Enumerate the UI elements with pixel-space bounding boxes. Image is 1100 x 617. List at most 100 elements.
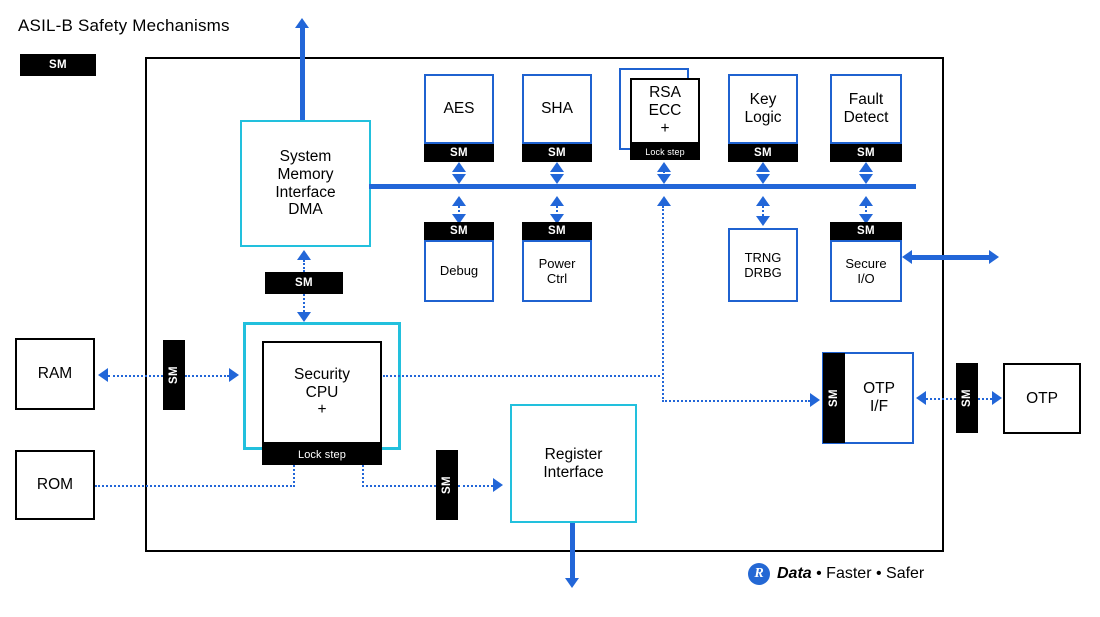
regif-dotted-right: [458, 485, 493, 487]
dma-label-line1: System: [279, 147, 332, 165]
trng-bus-arrow-up: [756, 196, 770, 206]
sha-bus-arrow-down: [550, 174, 564, 184]
cpu-to-otp-dotted: [383, 375, 660, 377]
regif-external-arrow: [565, 578, 579, 588]
chip-boundary: [145, 57, 944, 552]
otp-route-vertical: [662, 206, 664, 402]
aes-bus-arrow-down: [452, 174, 466, 184]
sm-chip-key-logic: SM: [728, 144, 798, 162]
block-power-ctrl[interactable]: Power Ctrl: [522, 240, 592, 302]
otp-external-label: OTP: [1026, 389, 1058, 407]
aes-bus-arrow-up: [452, 162, 466, 172]
legend-sm-label: SM: [48, 59, 68, 71]
key-logic-sm-label: SM: [753, 147, 773, 159]
block-ram[interactable]: RAM: [15, 338, 95, 410]
sha-bus-arrow-up: [550, 162, 564, 172]
block-key-logic[interactable]: Key Logic: [728, 74, 798, 144]
legend-sm-chip: SM: [20, 54, 96, 76]
rsa-bus-arrow-down: [657, 174, 671, 184]
fault-detect-label-line1: Fault: [848, 91, 884, 109]
ram-arrow-right: [229, 368, 239, 382]
page-title: ASIL-B Safety Mechanisms: [18, 16, 230, 35]
sm-chip-dma-cpu: SM: [265, 272, 343, 294]
fault-detect-bus-arrow-up: [859, 162, 873, 172]
main-system-bus: [369, 184, 916, 189]
brand-tagline-bold: Data: [777, 565, 812, 582]
otp-ext-arrow-left: [916, 391, 926, 405]
regif-external-line: [570, 523, 575, 578]
dma-external-bus-line: [300, 28, 305, 120]
otp-if-label-line2: I/F: [869, 398, 889, 415]
power-ctrl-sm-label: SM: [547, 225, 567, 237]
key-logic-bus-arrow-up: [756, 162, 770, 172]
secure-io-sm-label: SM: [856, 225, 876, 237]
block-register-interface[interactable]: Register Interface: [510, 404, 637, 523]
rom-label: ROM: [36, 476, 74, 494]
otp-route-arrow-up: [657, 196, 671, 206]
debug-bus-arrow-up: [452, 196, 466, 206]
sm-chip-fault-detect: SM: [830, 144, 902, 162]
regif-sm-label: SM: [441, 475, 453, 495]
otp-ext-sm-label: SM: [961, 388, 973, 408]
key-logic-label-line2: Logic: [744, 109, 782, 126]
power-ctrl-label-line2: Ctrl: [546, 271, 568, 286]
sm-chip-secure-io: SM: [830, 222, 902, 240]
secure-io-bus-arrow-up: [859, 196, 873, 206]
dma-sm-link-lower: [303, 294, 305, 312]
secure-io-external-arrow-left: [902, 250, 912, 264]
sm-chip-otp-if: SM: [823, 353, 845, 443]
secure-io-external-arrow-right: [989, 250, 999, 264]
key-logic-bus-arrow-down: [756, 174, 770, 184]
dma-sm-link-upper: [303, 260, 305, 272]
power-ctrl-bus-arrow-up: [550, 196, 564, 206]
block-system-memory-interface-dma[interactable]: System Memory Interface DMA: [240, 120, 371, 247]
secure-io-label-line1: Secure: [845, 255, 887, 271]
block-trng-drbg[interactable]: TRNG DRBG: [728, 228, 798, 302]
sha-sm-label: SM: [547, 147, 567, 159]
power-ctrl-bus-arrow-down: [550, 214, 564, 224]
sm-chip-otp-external: SM: [956, 363, 978, 433]
ram-sm-dotted-left: [108, 375, 163, 377]
block-otp-external[interactable]: OTP: [1003, 363, 1081, 434]
cpu-label-line3: +: [317, 401, 327, 419]
trng-bus-arrow-down: [756, 216, 770, 226]
regif-label-line1: Register: [544, 445, 603, 463]
cpu-frame-top: [243, 322, 401, 325]
sm-chip-debug: SM: [424, 222, 494, 240]
sm-chip-register-interface: SM: [436, 450, 458, 520]
brand-tagline: Data • Faster • Safer: [777, 565, 924, 583]
sm-chip-power-ctrl: SM: [522, 222, 592, 240]
block-rsa-ecc[interactable]: RSA ECC +: [630, 78, 700, 144]
rom-dotted-bus: [95, 485, 295, 487]
block-aes[interactable]: AES: [424, 74, 494, 144]
rom-dotted-riser: [293, 465, 295, 487]
trng-bus-dotted: [762, 206, 764, 216]
sm-chip-ram: SM: [163, 340, 185, 410]
cpu-lock-step-bar: Lock step: [262, 444, 382, 465]
trng-label-line1: TRNG: [744, 249, 782, 265]
rsa-ecc-lock-step-label: Lock step: [645, 147, 685, 157]
dma-label-line3: Interface: [275, 183, 336, 201]
ecc-label: ECC: [648, 102, 682, 120]
brand-logo: R Data • Faster • Safer: [748, 563, 924, 585]
cpu-lock-dotted-riser: [362, 465, 364, 487]
secure-io-label-line2: I/O: [857, 271, 875, 286]
block-security-cpu[interactable]: Security CPU +: [262, 341, 382, 444]
secure-io-bus-dotted: [865, 206, 867, 216]
block-sha[interactable]: SHA: [522, 74, 592, 144]
cpu-frame-left: [243, 322, 246, 450]
dma-sm-label: SM: [294, 277, 314, 289]
otp-if-label-line1: OTP: [863, 380, 895, 398]
rsa-ecc-lock-step-bar: Lock step: [630, 144, 700, 160]
block-rom[interactable]: ROM: [15, 450, 95, 520]
ram-sm-label: SM: [168, 365, 180, 385]
aes-sm-label: SM: [449, 147, 469, 159]
block-secure-io[interactable]: Secure I/O: [830, 240, 902, 302]
block-debug[interactable]: Debug: [424, 240, 494, 302]
brand-tagline-rest: • Faster • Safer: [811, 565, 925, 582]
block-fault-detect[interactable]: Fault Detect: [830, 74, 902, 144]
cpu-frame-right: [398, 322, 401, 450]
dma-external-bus-arrow: [295, 18, 309, 28]
rsa-bus-arrow-up: [657, 162, 671, 172]
